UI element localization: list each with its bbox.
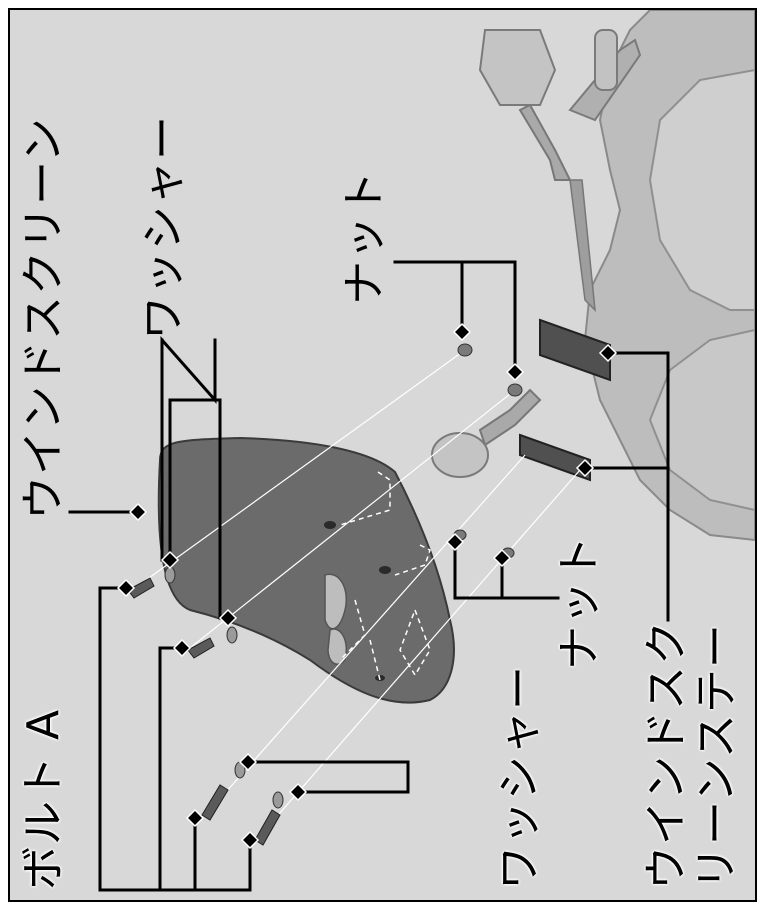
screen-hole-2 [379, 566, 391, 574]
bolt-3 [202, 785, 228, 820]
label-bolt-a: ボルト A [22, 709, 66, 890]
marker-windscreen [130, 504, 146, 520]
bolt-2 [188, 638, 214, 658]
fork-leg [570, 180, 595, 310]
washer-2 [227, 627, 237, 643]
marker-bolt-2 [174, 640, 190, 656]
label-washer-bottom: ワッシャー [498, 665, 542, 890]
nut-1 [458, 344, 472, 356]
marker-nut-1 [454, 324, 470, 340]
mirror-lower-stem [480, 390, 540, 445]
label-stay-line1: ウインドスク [645, 620, 689, 890]
washer-4 [273, 792, 283, 808]
stay-lower [520, 435, 590, 480]
windscreen [159, 438, 454, 703]
handlebar-grip [595, 30, 617, 90]
motorcycle [432, 10, 755, 540]
mirror-upper [480, 30, 555, 105]
marker-bolt-3 [187, 810, 203, 826]
screen-hole-1 [324, 521, 336, 529]
label-washer-top: ワッシャー [142, 115, 186, 340]
mirror-lower [432, 433, 488, 477]
label-stay-line2: リーンステー [695, 623, 739, 890]
nut-2 [508, 384, 522, 396]
marker-nut-2 [507, 364, 523, 380]
installation-diagram: ウインドスクリーン ワッシャー ナット ナット ボルト A ワッシャー ウインド… [8, 8, 757, 902]
label-nut-top: ナット [343, 170, 387, 305]
mirror-upper-stem [520, 105, 570, 180]
label-windscreen: ウインドスクリーン [22, 117, 66, 520]
marker-bolt-4 [242, 832, 258, 848]
label-nut-bottom: ナット [558, 535, 602, 670]
windscreen-shape [159, 438, 454, 703]
washer-1 [165, 567, 175, 583]
